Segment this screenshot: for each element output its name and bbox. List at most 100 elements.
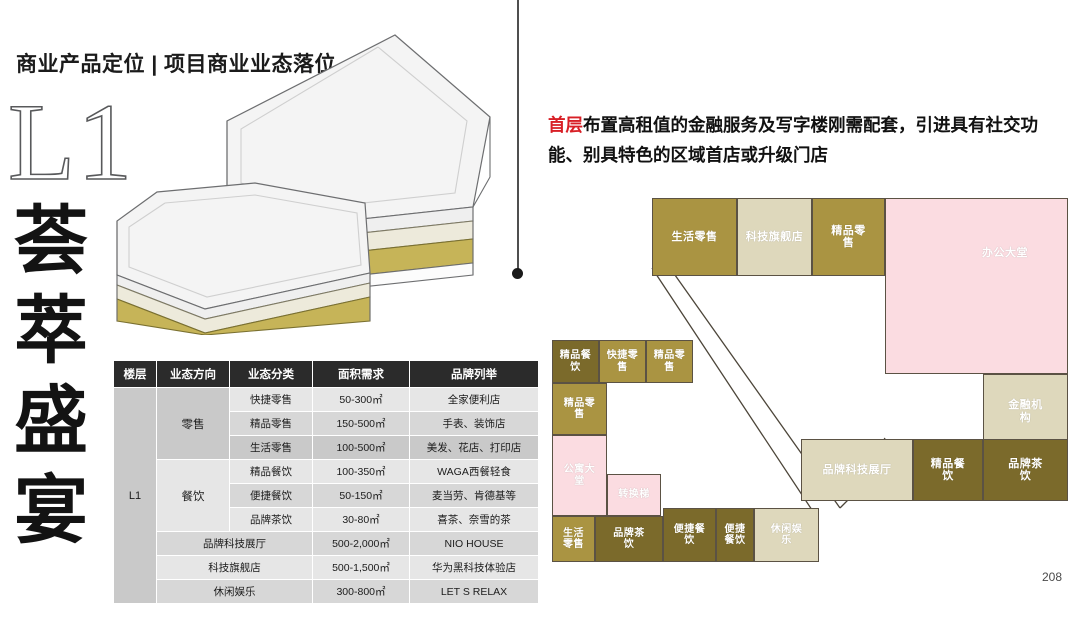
plan-cell-transfer-stair[interactable]: 转换梯 — [607, 474, 661, 516]
th-direction: 业态方向 — [156, 360, 230, 388]
plan-cell-label: 便捷餐饮 — [724, 523, 746, 546]
cell-category-merged: 休闲娱乐 — [156, 579, 313, 604]
plan-cell-label: 生活零售 — [671, 230, 718, 243]
th-brands: 品牌列举 — [409, 360, 539, 388]
plan-cell-bottom-brand-tea[interactable]: 品牌茶饮 — [595, 516, 663, 562]
plan-cell-label: 便捷餐饮 — [673, 523, 706, 546]
plan-cell-label: 品牌茶饮 — [1008, 457, 1043, 482]
isometric-floor-slabs-illustration — [95, 25, 525, 336]
cell-area: 100-350㎡ — [312, 459, 410, 484]
plan-cell-finance-org[interactable]: 金融机构 — [983, 374, 1068, 449]
plan-cell-apartment-lobby[interactable]: 公寓大堂 — [552, 435, 607, 516]
slab-svg — [116, 34, 491, 336]
th-floor: 楼层 — [113, 360, 157, 388]
cell-direction-dining: 餐饮 — [156, 459, 230, 532]
cell-area: 150-500㎡ — [312, 411, 410, 436]
cell-area: 50-150㎡ — [312, 483, 410, 508]
plan-cell-label: 品牌茶饮 — [613, 527, 645, 550]
plan-cell-left-quick-retail[interactable]: 快捷零售 — [599, 340, 646, 383]
cell-brands: 喜茶、奈雪的茶 — [409, 507, 539, 532]
plan-cell-label: 公寓大堂 — [563, 464, 596, 487]
plan-cell-leisure-ent[interactable]: 休闲娱乐 — [754, 508, 819, 562]
cell-category-merged: 品牌科技展厅 — [156, 531, 313, 556]
plan-cell-bottom-life-retail[interactable]: 生活零售 — [552, 516, 595, 562]
plan-cell-bottom-quick-food-1[interactable]: 便捷餐饮 — [663, 508, 716, 562]
plan-cell-label: 品牌科技展厅 — [822, 463, 892, 476]
slogan-char-4: 宴 — [14, 469, 88, 552]
cell-brands: 美发、花店、打印店 — [409, 435, 539, 460]
plan-cell-label: 精品零售 — [831, 224, 866, 249]
floor-code-outline: L1 — [7, 81, 135, 203]
th-area: 面积需求 — [312, 360, 410, 388]
cell-brands: NIO HOUSE — [409, 531, 539, 556]
plan-cell-right-brand-tea[interactable]: 品牌茶饮 — [983, 439, 1068, 501]
cell-area: 300-800㎡ — [312, 579, 410, 604]
table-row: 品牌茶饮 30-80㎡ 喜茶、奈雪的茶 — [114, 507, 539, 532]
cell-category: 品牌茶饮 — [229, 507, 313, 532]
cell-area: 500-1,500㎡ — [312, 555, 410, 580]
table-header-row: 楼层 业态方向 业态分类 面积需求 品牌列举 — [113, 360, 539, 388]
table-row: 科技旗舰店 500-1,500㎡ 华为黑科技体验店 — [114, 555, 539, 580]
connector-dot — [512, 268, 523, 279]
cell-brands: WAGA西餐轻食 — [409, 459, 539, 484]
plan-cell-left-boutique-mid[interactable]: 精品零售 — [552, 383, 607, 435]
page-number: 208 — [1041, 570, 1062, 584]
table-row: 餐饮 精品餐饮 100-350㎡ WAGA西餐轻食 — [114, 459, 539, 532]
plan-cell-label: 金融机构 — [1008, 399, 1043, 424]
plan-cell-label: 精品餐饮 — [930, 457, 966, 482]
slogan-char-3: 盛 — [14, 379, 88, 462]
cell-category: 精品零售 — [229, 411, 313, 436]
format-requirements-table: 楼层 业态方向 业态分类 面积需求 品牌列举 L1 零售 快捷零售 50-300… — [113, 360, 539, 604]
table-row: L1 零售 快捷零售 50-300㎡ 全家便利店 — [113, 387, 539, 604]
headline-rest: 布置高租值的金融服务及写字楼刚需配套，引进具有社交功能、别具特色的区域首店或升级… — [548, 115, 1038, 165]
table-row: 便捷餐饮 50-150㎡ 麦当劳、肯德基等 — [114, 483, 539, 508]
plan-cell-label: 快捷零售 — [606, 350, 639, 373]
cell-area: 500-2,000㎡ — [312, 531, 410, 556]
cell-category: 精品餐饮 — [229, 459, 313, 484]
plan-cell-left-boutique-top[interactable]: 精品零售 — [646, 340, 693, 383]
cell-category: 快捷零售 — [229, 387, 313, 412]
cell-floor: L1 — [113, 387, 157, 604]
plan-cell-label: 转换梯 — [618, 489, 650, 501]
slogan-char-2: 萃 — [14, 289, 88, 372]
table-row: 精品零售 150-500㎡ 手表、装饰店 — [114, 411, 539, 436]
cell-brands: 全家便利店 — [409, 387, 539, 412]
plan-cell-label: 办公大堂 — [982, 247, 1028, 259]
plan-cell-top-tech-flagship[interactable]: 科技旗舰店 — [737, 198, 812, 276]
page-title: 商业产品定位 | 项目商业业态落位 — [16, 53, 337, 76]
table-row: 品牌科技展厅 500-2,000㎡ NIO HOUSE — [114, 531, 539, 556]
cell-area: 50-300㎡ — [312, 387, 410, 412]
plan-cell-top-life-retail[interactable]: 生活零售 — [652, 198, 737, 276]
slogan-vertical: 荟 萃 盛 宴 — [14, 196, 104, 556]
cell-brands: 麦当劳、肯德基等 — [409, 483, 539, 508]
plan-cell-label: 生活零售 — [563, 527, 584, 550]
connector-line — [517, 0, 519, 274]
table-row: 休闲娱乐 300-800㎡ LET S RELAX — [114, 579, 539, 604]
plan-cell-top-boutique-retail[interactable]: 精品零售 — [812, 198, 885, 276]
cell-area: 100-500㎡ — [312, 435, 410, 460]
plan-cell-right-fine-dining[interactable]: 精品餐饮 — [913, 439, 983, 501]
cell-category: 生活零售 — [229, 435, 313, 460]
plan-cell-left-fine-dining[interactable]: 精品餐饮 — [552, 340, 599, 383]
headline-highlight: 首层 — [548, 115, 583, 135]
plan-cell-label: 精品零售 — [563, 397, 596, 420]
slogan-char-1: 荟 — [14, 199, 88, 282]
cell-category: 便捷餐饮 — [229, 483, 313, 508]
plan-cell-bottom-quick-food-2[interactable]: 便捷餐饮 — [716, 508, 754, 562]
plan-cell-label: 精品零售 — [653, 350, 686, 373]
cell-area: 30-80㎡ — [312, 507, 410, 532]
cell-brands: 手表、装饰店 — [409, 411, 539, 436]
cell-direction-retail: 零售 — [156, 387, 230, 460]
section-headline: 首层布置高租值的金融服务及写字楼刚需配套，引进具有社交功能、别具特色的区域首店或… — [548, 110, 1053, 170]
plan-cell-label: 精品餐饮 — [559, 350, 592, 373]
table-row: 生活零售 100-500㎡ 美发、花店、打印店 — [114, 435, 539, 460]
plan-cell-office-lobby[interactable]: 办公大堂 — [885, 198, 1068, 374]
floor-plan-diagram: 生活零售 科技旗舰店 精品零售 办公大堂 金融机构 品牌科技展厅 精品餐饮 品牌… — [540, 190, 1080, 590]
cell-brands: 华为黑科技体验店 — [409, 555, 539, 580]
plan-cell-brand-tech-hall[interactable]: 品牌科技展厅 — [801, 439, 913, 501]
cell-brands: LET S RELAX — [409, 579, 539, 604]
plan-cell-label: 科技旗舰店 — [745, 230, 804, 243]
lower-slab — [116, 182, 371, 336]
cell-category-merged: 科技旗舰店 — [156, 555, 313, 580]
plan-cell-label: 休闲娱乐 — [770, 523, 803, 546]
